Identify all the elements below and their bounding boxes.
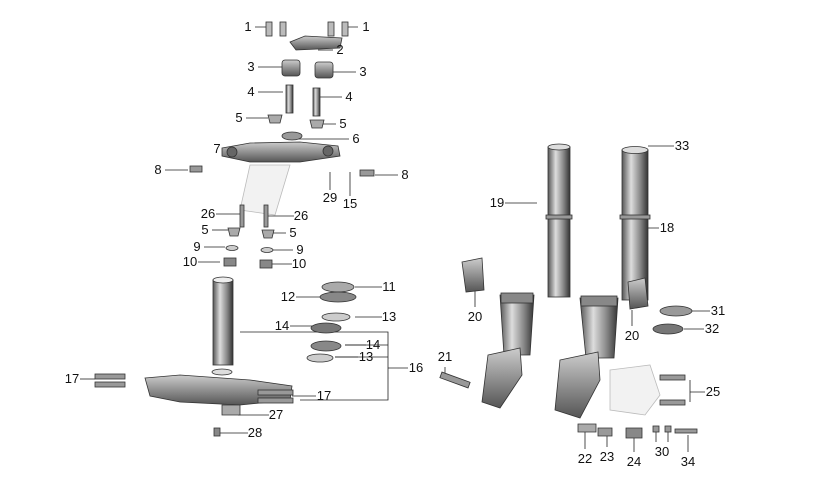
part-label: 9 xyxy=(296,242,304,257)
fork-legs xyxy=(439,143,698,439)
part-label: 5 xyxy=(201,222,209,237)
part-label: 28 xyxy=(247,425,263,440)
part-label: 29 xyxy=(322,190,338,205)
part-label: 9 xyxy=(193,239,201,254)
part-label: 19 xyxy=(489,195,505,210)
part-label: 34 xyxy=(680,454,696,469)
part-label: 16 xyxy=(408,360,424,375)
part-label: 13 xyxy=(381,309,397,324)
part-label: 1 xyxy=(244,19,252,34)
part-label: 5 xyxy=(339,116,347,131)
part-label: 22 xyxy=(577,451,593,466)
part-label: 30 xyxy=(654,444,670,459)
part-label: 4 xyxy=(345,89,353,104)
part-label: 5 xyxy=(289,225,297,240)
part-label: 2 xyxy=(336,42,344,57)
part-label: 10 xyxy=(291,256,307,271)
part-label: 23 xyxy=(599,449,615,464)
part-label: 7 xyxy=(213,141,221,156)
part-label: 10 xyxy=(182,254,198,269)
part-label: 32 xyxy=(704,321,720,336)
part-label: 24 xyxy=(626,454,642,469)
part-label: 13 xyxy=(358,349,374,364)
part-label: 8 xyxy=(401,167,409,182)
part-label: 15 xyxy=(342,196,358,211)
part-label: 14 xyxy=(274,318,290,333)
part-label: 20 xyxy=(467,309,483,324)
part-label: 17 xyxy=(316,388,332,403)
part-label: 26 xyxy=(293,208,309,223)
part-label: 3 xyxy=(359,64,367,79)
part-label: 3 xyxy=(247,59,255,74)
part-label: 11 xyxy=(382,279,396,294)
part-label: 17 xyxy=(64,371,80,386)
part-label: 31 xyxy=(710,303,726,318)
part-label: 21 xyxy=(437,349,453,364)
part-label: 20 xyxy=(624,328,640,343)
part-label: 33 xyxy=(674,138,690,153)
part-label: 5 xyxy=(235,110,243,125)
part-label: 26 xyxy=(200,206,216,221)
part-label: 25 xyxy=(705,384,721,399)
part-label: 4 xyxy=(247,84,255,99)
part-label: 27 xyxy=(268,407,284,422)
part-label: 1 xyxy=(362,19,370,34)
steering-assembly xyxy=(94,21,375,437)
part-label: 14 xyxy=(365,337,381,352)
part-label: 18 xyxy=(659,220,675,235)
part-label: 12 xyxy=(280,289,296,304)
part-label: 8 xyxy=(154,162,162,177)
part-label: 6 xyxy=(352,131,360,146)
